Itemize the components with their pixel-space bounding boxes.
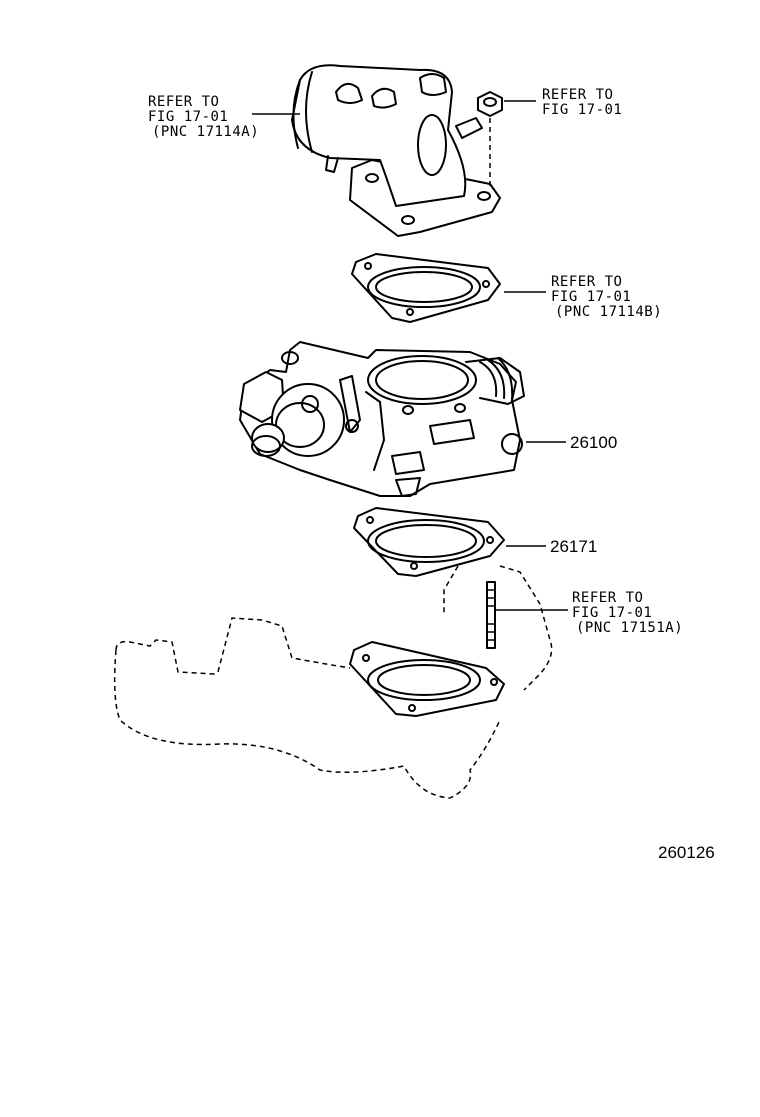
callout-top-left-line3: (PNC 17114A) <box>152 124 259 140</box>
callout-gasket-upper-line3: (PNC 17114B) <box>555 304 662 320</box>
nut-part <box>477 91 503 188</box>
callout-gasket-upper-line2: FIG 17-01 <box>551 289 631 305</box>
gasket-upper <box>351 253 501 323</box>
callout-stud: REFER TO FIG 17-01 (PNC 17151A) <box>572 590 683 636</box>
intake-manifold-outline <box>113 565 553 799</box>
callout-top-right-line1: REFER TO <box>542 87 613 103</box>
part-number-throttle-body: 26100 <box>570 433 617 452</box>
callout-top-left: REFER TO FIG 17-01 (PNC 17114A) <box>148 94 259 140</box>
intake-connector <box>291 64 501 237</box>
callout-stud-line3: (PNC 17151A) <box>576 620 683 636</box>
leader-lines <box>252 100 568 611</box>
callout-top-right: REFER TO FIG 17-01 <box>542 87 622 118</box>
callout-stud-line2: FIG 17-01 <box>572 605 652 621</box>
figure-id: 260126 <box>658 843 715 862</box>
throttle-body <box>239 341 525 497</box>
callout-gasket-upper: REFER TO FIG 17-01 (PNC 17114B) <box>551 274 662 320</box>
callout-top-left-line1: REFER TO <box>148 94 219 110</box>
callout-gasket-upper-line1: REFER TO <box>551 274 622 290</box>
callout-top-left-line2: FIG 17-01 <box>148 109 228 125</box>
callout-stud-line1: REFER TO <box>572 590 643 606</box>
part-number-gasket-lower: 26171 <box>550 537 597 556</box>
gasket-lower <box>353 507 505 577</box>
stud-bolt <box>486 581 496 649</box>
callout-top-right-line2: FIG 17-01 <box>542 102 622 118</box>
